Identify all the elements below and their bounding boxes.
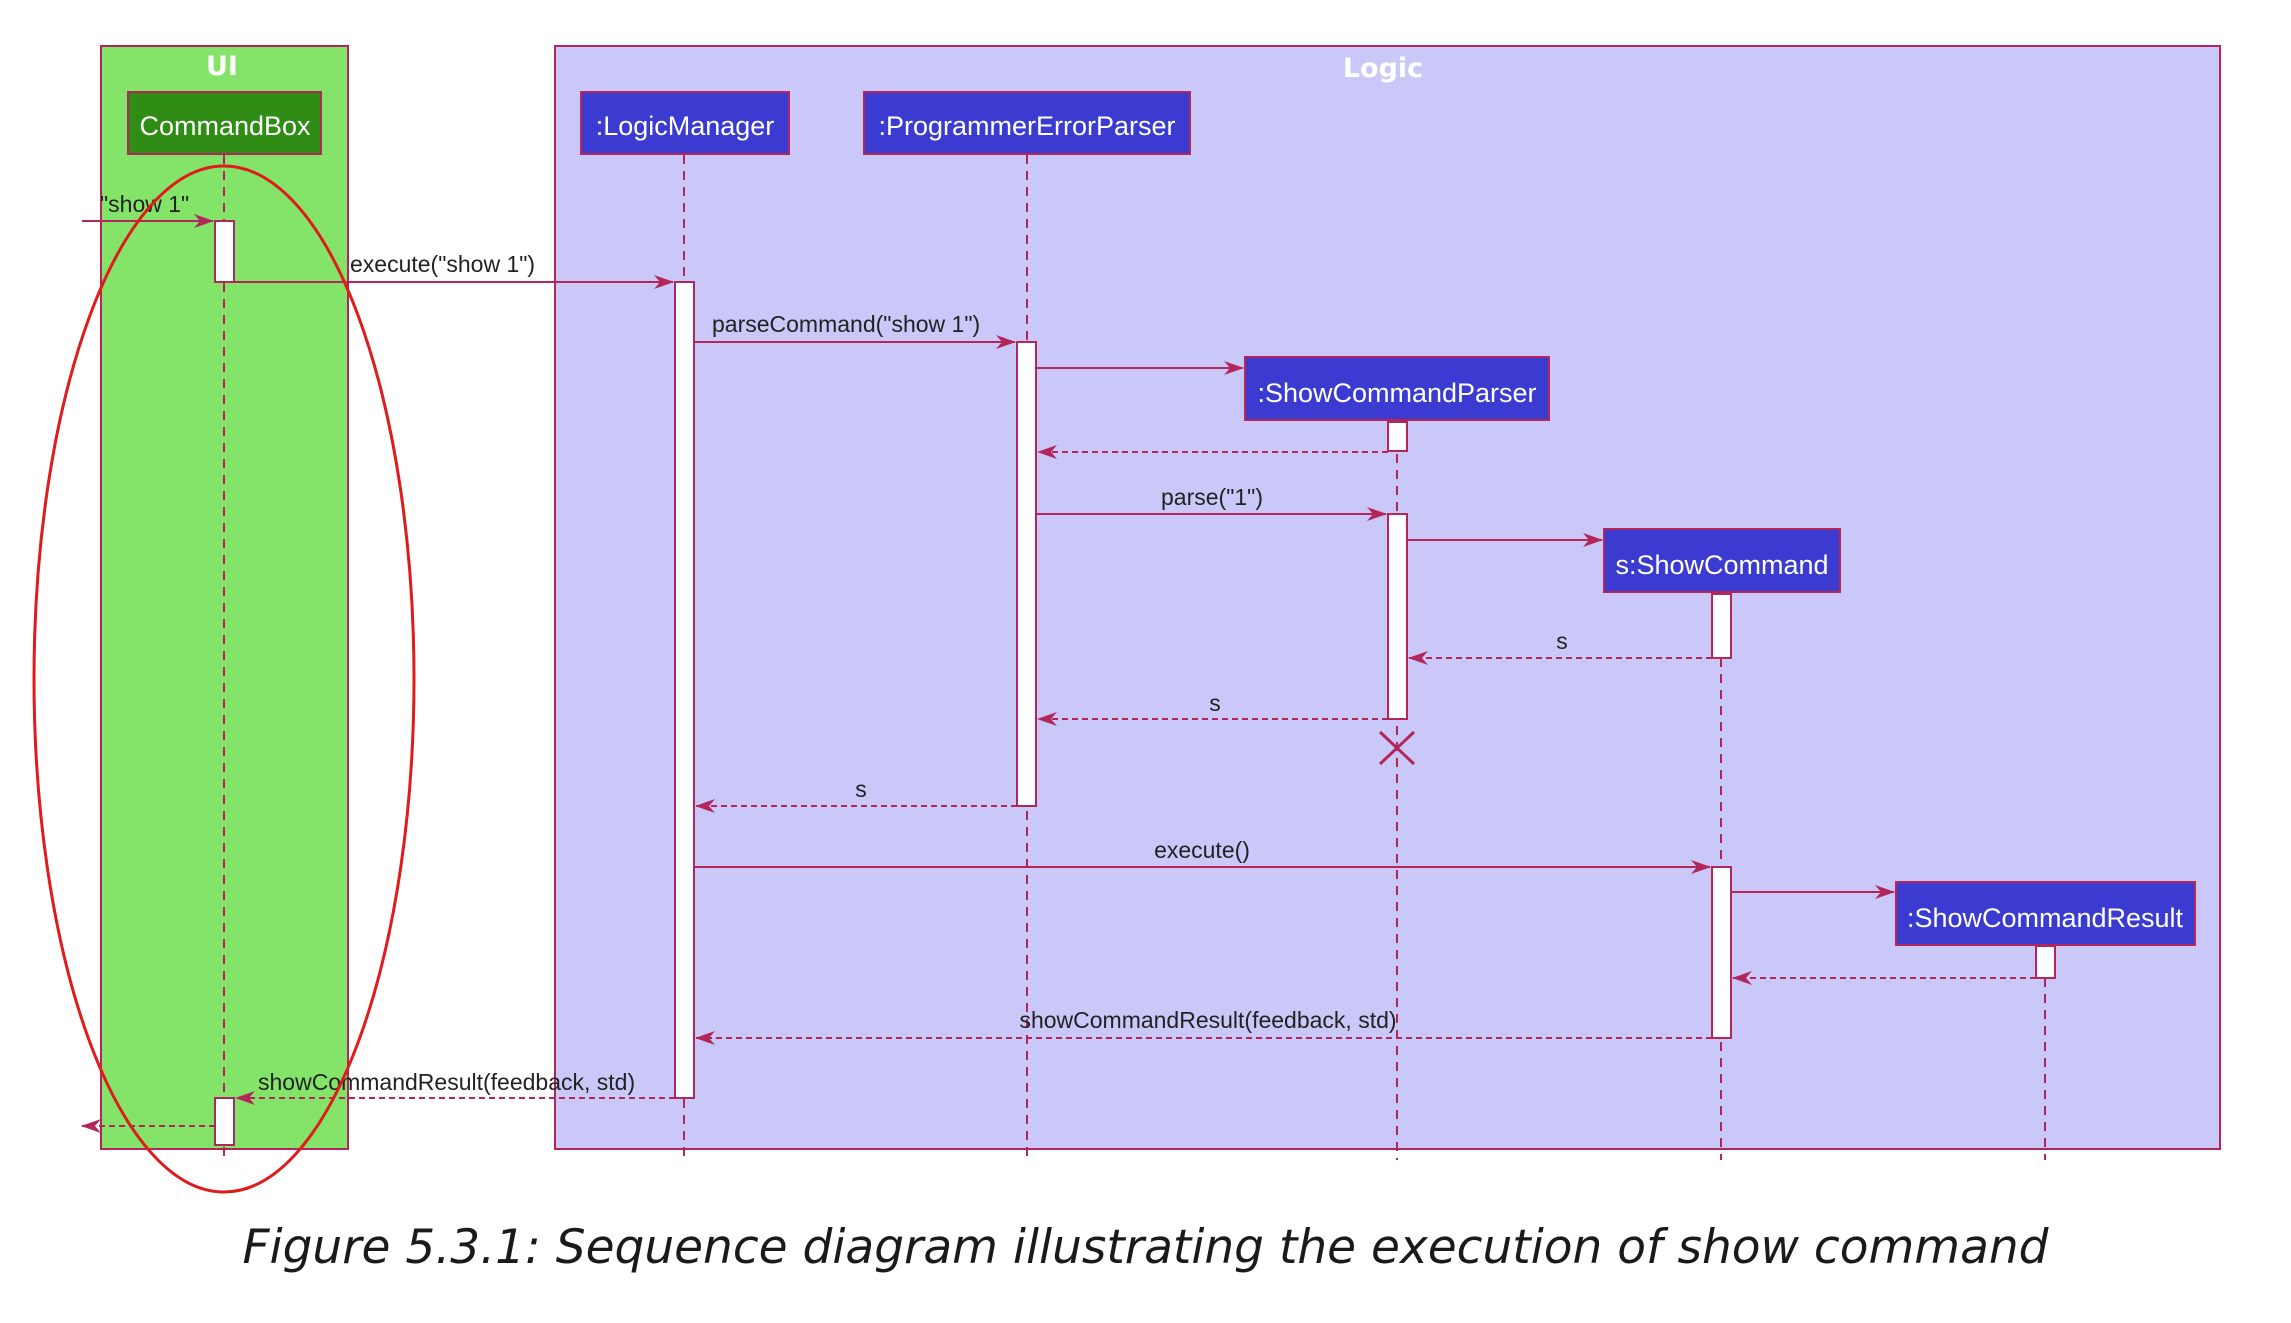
messages-calls [82, 214, 1895, 899]
return-result-1-label: showCommandResult(feedback, std) [1019, 1007, 1396, 1033]
highlight-ellipse [32, 164, 416, 1194]
msg-execute-show-label: execute("show 1") [350, 251, 535, 277]
figure-caption: Figure 5.3.1: Sequence diagram illustrat… [242, 1220, 2049, 1275]
destroy-x-icon [1378, 730, 1416, 766]
participant-show-command-result: :ShowCommandResult [1895, 881, 2196, 946]
participant-logic-manager: :LogicManager [580, 91, 790, 155]
participant-show-command-result-label: :ShowCommandResult [1907, 903, 2184, 933]
activation-show-command-create [1711, 593, 1732, 659]
return-s-2-label: s [1209, 690, 1221, 716]
participant-logic-manager-label: :LogicManager [596, 111, 775, 141]
activation-command-box-2 [214, 1097, 235, 1146]
activation-command-box-1 [214, 220, 235, 283]
return-s-3-label: s [855, 776, 867, 802]
activation-logic-manager [674, 281, 695, 1099]
participant-show-command-parser-label: :ShowCommandParser [1257, 378, 1536, 408]
participant-programmer-error-parser: :ProgrammerErrorParser [863, 91, 1191, 155]
activation-show-command-result-create [2035, 945, 2056, 979]
participant-command-box: CommandBox [127, 91, 322, 155]
participant-command-box-label: CommandBox [139, 111, 311, 141]
participant-show-command-parser: :ShowCommandParser [1244, 356, 1550, 421]
sequence-diagram: UI Logic CommandBox :LogicManager :Progr… [32, 45, 2221, 1194]
participant-show-command: s:ShowCommand [1603, 528, 1841, 593]
participant-show-command-label: s:ShowCommand [1615, 550, 1828, 580]
return-result-2-label: showCommandResult(feedback, std) [258, 1069, 635, 1095]
ui-frame-label: UI [206, 51, 238, 82]
activation-show-command-parser-parse [1387, 513, 1408, 720]
logic-frame-label: Logic [1343, 53, 1423, 84]
activation-show-command-execute [1711, 866, 1732, 1039]
msg-parse-command-label: parseCommand("show 1") [712, 311, 980, 337]
return-s-1-label: s [1556, 628, 1568, 654]
participant-programmer-error-parser-label: :ProgrammerErrorParser [878, 111, 1175, 141]
msg-execute-label: execute() [1154, 837, 1250, 863]
message-labels: "show 1" execute("show 1") parseCommand(… [100, 191, 1568, 1095]
activation-bars [214, 220, 2056, 1146]
activation-show-command-parser-create [1387, 421, 1408, 452]
messages-returns [81, 445, 2036, 1133]
activation-programmer-error-parser [1016, 341, 1037, 807]
msg-parse-label: parse("1") [1161, 484, 1263, 510]
